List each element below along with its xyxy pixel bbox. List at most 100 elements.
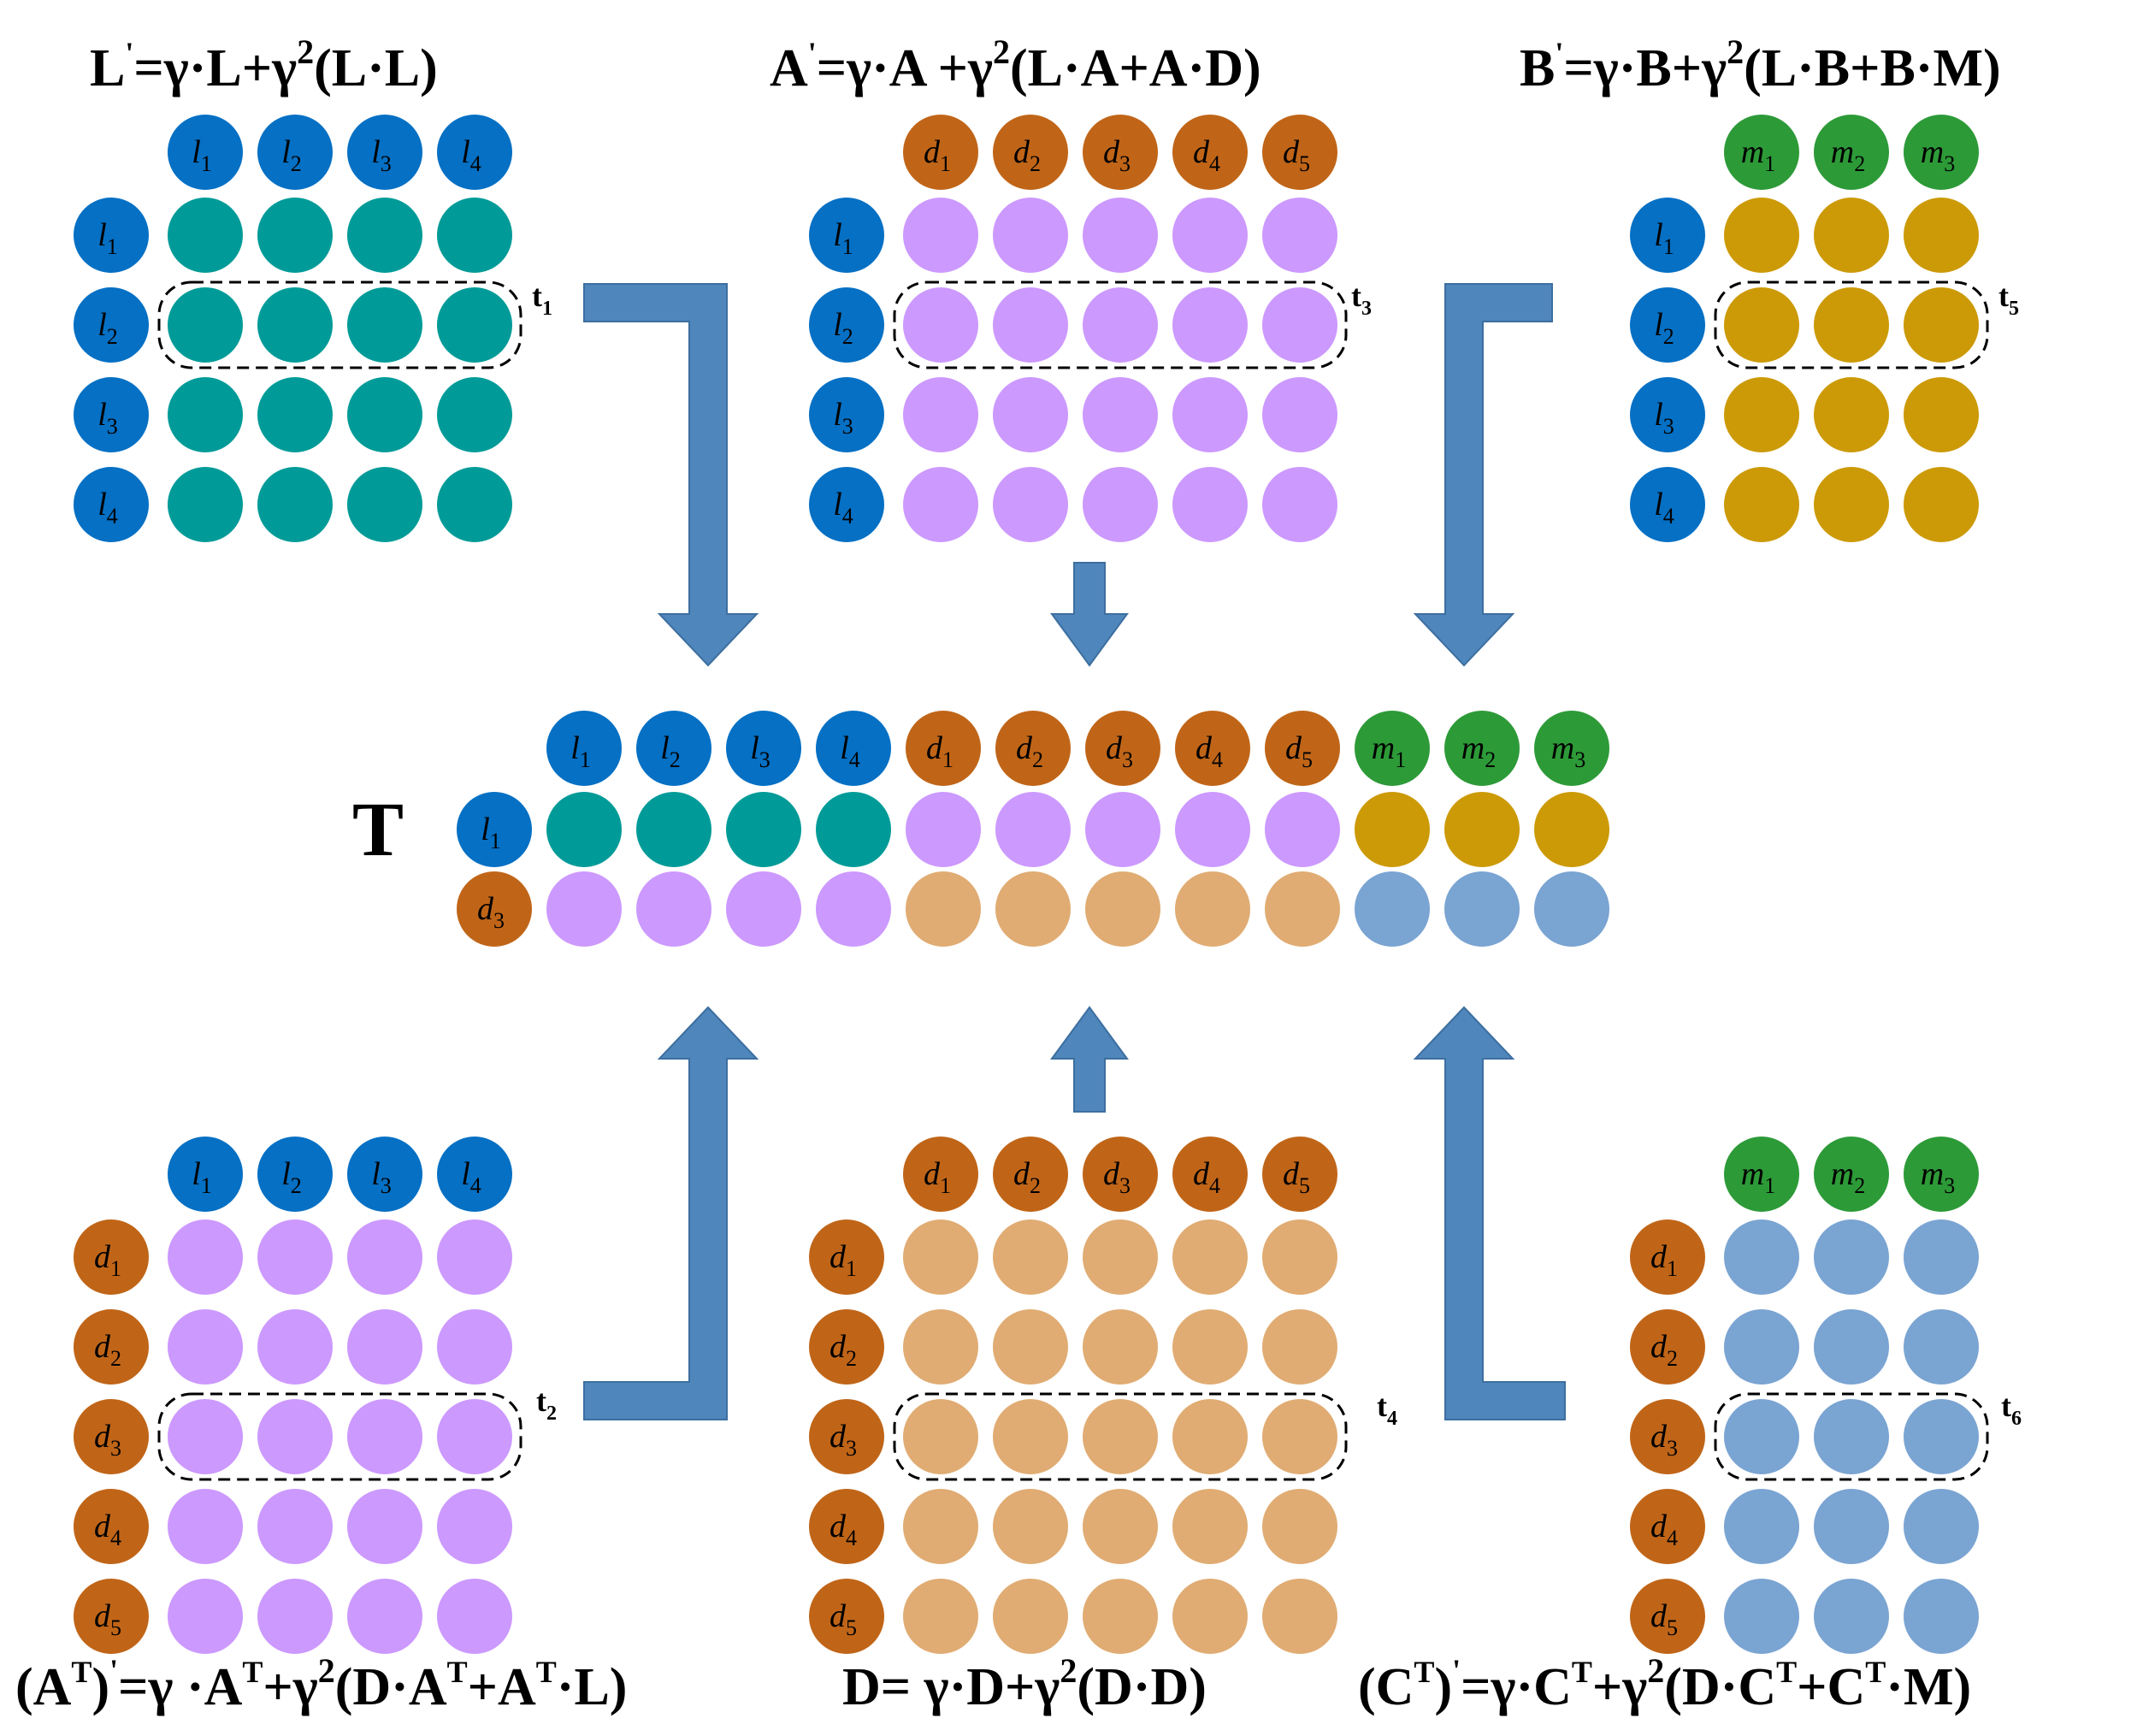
matrix-D-row-d5-text: d5 [829,1598,857,1640]
matrix-AT-row-d1-text: d1 [94,1239,121,1281]
matrix-B-row-l3-circle [1630,377,1705,452]
matrix-AT-row-d2-circle [74,1309,149,1385]
matrix-T-col-l2: l2 [636,711,711,786]
arrow-t6-icon [1413,1006,1566,1420]
matrix-D-col-d1: d1 [903,1137,978,1212]
matrix-T-col-d3-circle [1085,711,1160,786]
matrix-D-cell-d4-d4 [1172,1489,1248,1564]
matrix-B-cell-l1-m2 [1814,198,1889,273]
matrix-D-col-d3-circle [1083,1137,1158,1212]
matrix-D-row-d4: d4 [809,1489,884,1564]
matrix-D-cell-d4-d2 [993,1489,1068,1564]
matrix-A-col-d3-circle [1083,115,1158,190]
matrix-CT-cell-d5-m3 [1904,1579,1979,1654]
matrix-L-col-l1-circle [168,115,243,190]
matrix-T-cell-l1-d4 [1175,792,1250,867]
matrix-D-row-d2-circle [809,1309,884,1385]
matrix-D-row-d5: d5 [809,1579,884,1654]
matrix-CT-cell-d1-m2 [1814,1219,1889,1295]
matrix-CT-row-d5-text: d5 [1650,1598,1678,1640]
t6-label: t6 [2001,1389,2022,1430]
arrow-t4-icon [1050,1006,1129,1113]
matrix-D-row-d5-circle [809,1579,884,1654]
matrix-CT-cell-d3-m1 [1724,1399,1799,1474]
matrix-L-cell-l1-l1 [168,198,243,273]
matrix-B-cell-l4-m2 [1814,467,1889,542]
matrix-T-col-d3: d3 [1085,711,1160,786]
matrix-A-cell-l1-d3 [1083,198,1158,273]
matrix-AT-cell-d4-l2 [257,1489,333,1564]
matrix-T-row-l1-circle [457,792,532,867]
matrix-CT-col-m1-circle [1724,1137,1799,1212]
matrix-T-cell-l1-m2 [1444,792,1520,867]
matrix-AT-cell-d1-l4 [437,1219,512,1295]
matrix-D-row-d4-circle [809,1489,884,1564]
matrix-A-col-d5: d5 [1262,115,1337,190]
matrix-B-row-l2: l2 [1630,287,1705,363]
matrix-AT-col-l2-circle [257,1137,333,1212]
matrix-B-row-l3: l3 [1630,377,1705,452]
matrix-AT-col-l4-text: l4 [461,1156,481,1198]
matrix-A-col-d4: d4 [1172,115,1248,190]
matrix-B-highlight-row [1714,280,1989,369]
matrix-CT-col-m2: m2 [1814,1137,1889,1212]
matrix-A-row-l2-circle [809,287,884,363]
matrix-T-cell-d3-d5 [1265,871,1340,947]
matrix-T-cell-d3-d4 [1175,871,1250,947]
equation-AT: (AT)'=γ ·AT+γ2(D·AT+AT·L) [15,1651,627,1716]
matrix-T-cell-l1-d5 [1265,792,1340,867]
matrix-A-cell-l3-d3 [1083,377,1158,452]
matrix-L-col-l2-circle [257,115,333,190]
matrix-D-row-d3-circle [809,1399,884,1474]
matrix-L-col-l4-text: l4 [461,134,481,176]
matrix-T-cell-l1-l4 [816,792,891,867]
matrix-L-row-l4: l4 [74,467,149,542]
matrix-CT-col-m1: m1 [1724,1137,1799,1212]
matrix-D-cell-d1-d5 [1262,1219,1337,1295]
matrix-T-cell-d3-m3 [1534,871,1609,947]
matrix-CT-cell-d2-m2 [1814,1309,1889,1385]
matrix-AT-cell-d1-l3 [347,1219,422,1295]
matrix-CT-row-d2-text: d2 [1650,1329,1678,1371]
matrix-AT-row-d1: d1 [74,1219,149,1295]
matrix-CT-cell-d4-m3 [1904,1489,1979,1564]
matrix-D-cell-d1-d4 [1172,1219,1248,1295]
matrix-A-cell-l1-d4 [1172,198,1248,273]
arrow-t2-icon [583,1006,759,1420]
matrix-AT-row-d5-circle [74,1579,149,1654]
matrix-A-cell-l2-d3 [1083,287,1158,363]
matrix-A-cell-l4-d2 [993,467,1068,542]
matrix-D-row-d3: d3 [809,1399,884,1474]
matrix-T-col-l1-circle [546,711,622,786]
matrix-AT-col-l2-text: l2 [281,1156,302,1198]
matrix-D-cell-d2-d4 [1172,1309,1248,1385]
matrix-B-row-l4-text: l4 [1654,487,1674,528]
matrix-B-col-m3-text: m3 [1921,134,1955,176]
arrow-t3-icon [1050,562,1129,667]
matrix-T-col-m2: m2 [1444,711,1520,786]
matrix-B-col-m3: m3 [1904,115,1979,190]
matrix-CT-cell-d4-m2 [1814,1489,1889,1564]
matrix-L-cell-l1-l3 [347,198,422,273]
t1-label: t1 [532,279,552,320]
matrix-CT-cell-d4-m1 [1724,1489,1799,1564]
matrix-AT-cell-d2-l4 [437,1309,512,1385]
matrix-AT-col-l3-circle [347,1137,422,1212]
matrix-A-cell-l2-d2 [993,287,1068,363]
matrix-A-cell-l2-d5 [1262,287,1337,363]
matrix-A-cell-l1-d1 [903,198,978,273]
matrix-A-cell-l3-d4 [1172,377,1248,452]
matrix-CT-col-m3: m3 [1904,1137,1979,1212]
matrix-AT-cell-d2-l2 [257,1309,333,1385]
matrix-CT-row-d2: d2 [1630,1309,1705,1385]
matrix-L-cell-l1-l4 [437,198,512,273]
matrix-CT-row-d5: d5 [1630,1579,1705,1654]
equations: L'=γ·L+γ2(L·L) A'=γ·A +γ2(L·A+A·D) B'=γ·… [15,32,2022,1716]
matrix-B-row-l4: l4 [1630,467,1705,542]
matrix-AT-row-d2-text: d2 [94,1329,121,1371]
matrix-AT-row-d2: d2 [74,1309,149,1385]
matrix-A-col-d3-text: d3 [1103,134,1131,176]
matrix-AT-col-l1: l1 [168,1137,243,1212]
matrix-L-col-l4: l4 [437,115,512,190]
